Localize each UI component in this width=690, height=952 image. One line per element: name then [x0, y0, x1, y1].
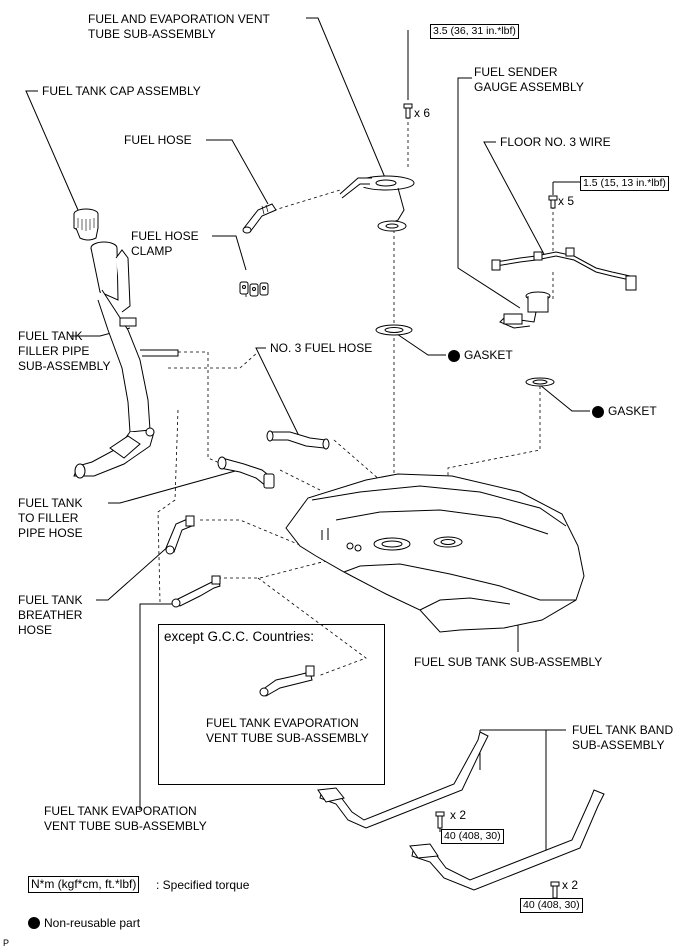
vent-tube-assembly [339, 175, 415, 232]
leader-vent-tube [306, 17, 387, 181]
inset-evap-tube [259, 665, 315, 697]
sender-gauge-and-wire [491, 247, 637, 329]
nonreusable-dot-gasket-2 [592, 406, 604, 418]
label-gasket-2: GASKET [608, 404, 657, 418]
legend-torque-desc: : Specified torque [156, 878, 250, 892]
label-fuel-sub-tank: FUEL SUB TANK SUB-ASSEMBLY [414, 655, 603, 669]
torque-sender-gauge-bolts: 1.5 (15, 13 in.*lbf) [580, 176, 669, 191]
leader-filler-hose [108, 467, 247, 504]
leader-sender [457, 77, 521, 309]
nonreusable-dot-gasket-1 [448, 350, 460, 362]
leader-fuel-hose [206, 139, 269, 205]
label-fuel-tank-band: FUEL TANK BAND SUB-ASSEMBLY [572, 723, 674, 752]
torque-band-bolt-b: 40 (408, 30) [520, 898, 583, 913]
label-inset-evap-vent-tube: FUEL TANK EVAPORATION VENT TUBE SUB-ASSE… [206, 716, 369, 745]
label-except-gcc: except G.C.C. Countries: [164, 629, 315, 644]
qty-x5: x 5 [558, 194, 575, 208]
qty-x2-b: x 2 [562, 878, 579, 892]
leader-cap [25, 90, 79, 211]
fuel-tank-bands [317, 731, 605, 891]
fuel-sub-tank [285, 473, 585, 633]
label-fuel-sender-gauge: FUEL SENDER GAUGE ASSEMBLY [474, 65, 584, 94]
filler-pipe-hose [217, 456, 275, 489]
leader-no3-hose [255, 347, 301, 439]
label-gasket-1: GASKET [464, 348, 513, 362]
qty-x2-a: x 2 [450, 808, 467, 822]
label-fuel-hose: FUEL HOSE [124, 133, 192, 147]
label-breather-hose: FUEL TANK BREATHER HOSE [18, 593, 83, 637]
label-fuel-tank-filler-pipe: FUEL TANK FILLER PIPE SUB-ASSEMBLY [18, 329, 111, 373]
legend-nonreusable-dot [28, 917, 40, 929]
fuel-tank-cap [73, 208, 99, 241]
gasket-parts [375, 324, 555, 387]
torque-band-bolt-a: 40 (408, 30) [441, 829, 504, 844]
bolts [403, 103, 560, 899]
label-fuel-hose-clamp: FUEL HOSE CLAMP [131, 229, 199, 258]
page-code: P [3, 938, 10, 948]
qty-x6: x 6 [414, 106, 431, 120]
breather-hose [165, 515, 195, 555]
evap-vent-tube [171, 575, 221, 608]
label-fuel-tank-cap: FUEL TANK CAP ASSEMBLY [42, 84, 201, 98]
fuel-hose [242, 203, 277, 234]
label-floor-no3-wire: FLOOR NO. 3 WIRE [500, 135, 611, 149]
leader-bolt-x5 [552, 181, 580, 195]
torque-vent-tube-bolts: 3.5 (36, 31 in.*lbf) [430, 24, 519, 39]
legend-nonreusable-text: Non-reusable part [44, 916, 141, 930]
fuel-hose-clamps [239, 281, 269, 297]
label-filler-pipe-hose: FUEL TANK TO FILLER PIPE HOSE [18, 496, 83, 540]
leader-gasket-2 [539, 384, 590, 412]
no3-fuel-hose [266, 430, 330, 450]
label-fuel-evap-vent-tube: FUEL AND EVAPORATION VENT TUBE SUB-ASSEM… [88, 12, 270, 41]
inset-except-gcc [158, 624, 385, 785]
filler-pipe [73, 241, 179, 479]
leader-clamp [212, 235, 247, 271]
leader-breather [96, 535, 181, 601]
leader-floor-wire [483, 141, 546, 257]
legend-torque-box: N*m (kgf*cm, ft.*lbf) [28, 876, 140, 893]
leader-gasket-1 [393, 331, 446, 356]
label-evap-vent-tube-bottom: FUEL TANK EVAPORATION VENT TUBE SUB-ASSE… [44, 804, 207, 833]
label-no3-fuel-hose: NO. 3 FUEL HOSE [270, 341, 373, 355]
